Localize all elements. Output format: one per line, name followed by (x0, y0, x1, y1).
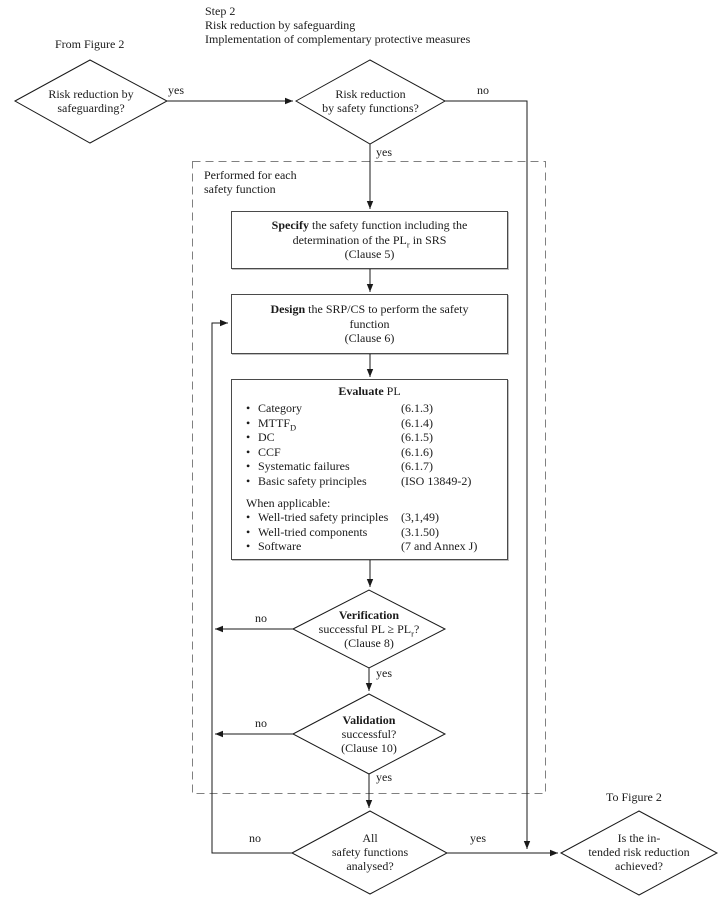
decision-verification-label: Verification successful PL ≥ PLr? (Claus… (318, 608, 420, 650)
evaluate-item-systematic-failures: • Systematic failures (6.1.7) (246, 459, 433, 474)
edge-label-safeguarding-yes: yes (168, 83, 184, 97)
decision-safety-functions-label: Risk reduction by safety functions? (322, 87, 419, 115)
edge-label-safety-functions-yes: yes (376, 145, 392, 159)
decision-verification-shape (291, 589, 447, 669)
edge-label-verification-yes: yes (376, 666, 392, 680)
bullet-icon: • (246, 430, 251, 445)
edge-label-verification-no: no (255, 611, 267, 625)
edge-label-validation-no: no (255, 716, 267, 730)
decision-safety-functions-shape (294, 59, 447, 145)
decision-safeguarding-label: Risk reduction by safeguarding? (48, 87, 134, 115)
evaluate-item-category: • Category (6.1.3) (246, 401, 433, 415)
evaluate-item-basic-safety-principles: • Basic safety principles (ISO 13849-2) (246, 473, 472, 488)
decision-validation-label: Validation successful? (Clause 10) (341, 713, 397, 755)
decision-validation-shape (291, 693, 447, 775)
performed-for-each-label: Performed for each safety function (204, 168, 297, 196)
decision-all-analysed-label: All safety functions analysed? (331, 831, 409, 873)
evaluate-item-well-tried-principles: • Well-tried safety principles (3,1,49) (246, 510, 439, 525)
evaluate-item-dc: • DC (6.1.5) (246, 430, 433, 445)
bullet-icon: • (246, 415, 251, 430)
step-header-line1: Step 2 (205, 4, 236, 18)
bullet-icon: • (246, 473, 251, 488)
bullet-icon: • (246, 510, 251, 525)
design-box: Design the SRP/CS to perform the safety … (231, 294, 508, 354)
evaluate-item-mttfd: • MTTFD (6.1.4) (246, 415, 433, 432)
bullet-icon: • (246, 459, 251, 474)
evaluate-item-software: • Software (7 and Annex J) (246, 539, 478, 554)
edge-all-analysed-no-loop (211, 319, 292, 854)
bullet-icon: • (246, 444, 251, 459)
edge-label-all-analysed-yes: yes (470, 831, 486, 845)
evaluate-item-ccf: • CCF (6.1.6) (246, 444, 433, 459)
decision-safeguarding-shape (13, 59, 169, 144)
bullet-icon: • (246, 539, 251, 554)
specify-box: Specify the safety function including th… (231, 211, 508, 269)
from-figure-label: From Figure 2 (55, 37, 125, 51)
evaluate-box: Evaluate PL • Category (6.1.3) • MTTFD (… (231, 379, 508, 560)
evaluate-item-well-tried-components: • Well-tried components (3.1.50) (246, 524, 439, 539)
edge-label-safety-functions-no: no (477, 83, 489, 97)
step-header-line3: Implementation of complementary protecti… (205, 32, 471, 46)
decision-risk-achieved-shape (559, 810, 719, 896)
decision-risk-achieved-label: Is the in- tended risk reduction achieve… (588, 831, 690, 873)
step-header: Step 2 Risk reduction by safeguarding Im… (205, 4, 470, 46)
bullet-icon: • (246, 524, 251, 539)
step-header-line2: Risk reduction by safeguarding (205, 18, 356, 32)
decision-all-analysed-shape (290, 810, 449, 895)
when-applicable-label: When applicable: (246, 495, 331, 510)
bullet-icon: • (246, 401, 251, 415)
edge-safety-functions-no (445, 100, 531, 849)
to-figure-label: To Figure 2 (606, 790, 662, 804)
edge-label-all-analysed-no: no (249, 831, 261, 845)
edge-label-validation-yes: yes (376, 770, 392, 784)
